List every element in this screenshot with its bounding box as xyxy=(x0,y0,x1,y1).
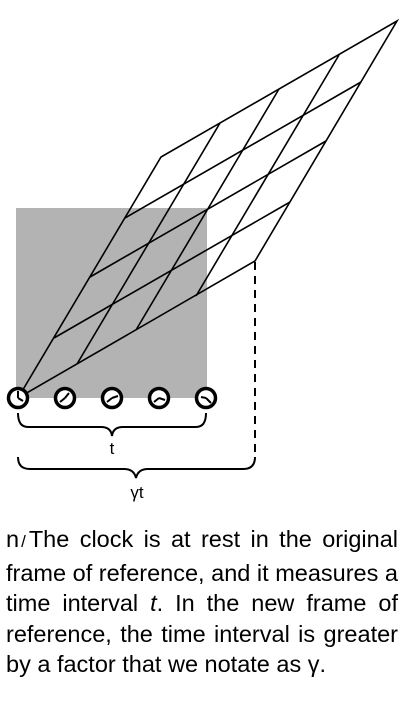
clock-2 xyxy=(53,386,77,410)
gamma-t-brace xyxy=(17,456,256,479)
figure-caption: n/The clock is at rest in the original f… xyxy=(6,524,398,680)
caption-text-1: The clock is at rest in the original fra… xyxy=(6,526,398,616)
clock-3 xyxy=(100,386,124,410)
caption-text-2: . In the new frame of reference, the tim… xyxy=(6,590,398,677)
clock-5 xyxy=(194,386,218,410)
figure-separator: / xyxy=(21,532,26,551)
figure-id: n xyxy=(6,526,20,552)
t-label: t xyxy=(110,439,115,458)
transformed-grid xyxy=(15,18,400,401)
clock-1 xyxy=(6,386,30,410)
original-frame-square xyxy=(16,208,207,398)
spacetime-diagram: t γt xyxy=(6,18,400,502)
t-brace xyxy=(17,412,207,437)
gamma-t-label: γt xyxy=(130,483,144,502)
clock-4 xyxy=(147,386,171,410)
caption-var-t: t xyxy=(150,590,157,616)
clock-row xyxy=(6,386,218,410)
